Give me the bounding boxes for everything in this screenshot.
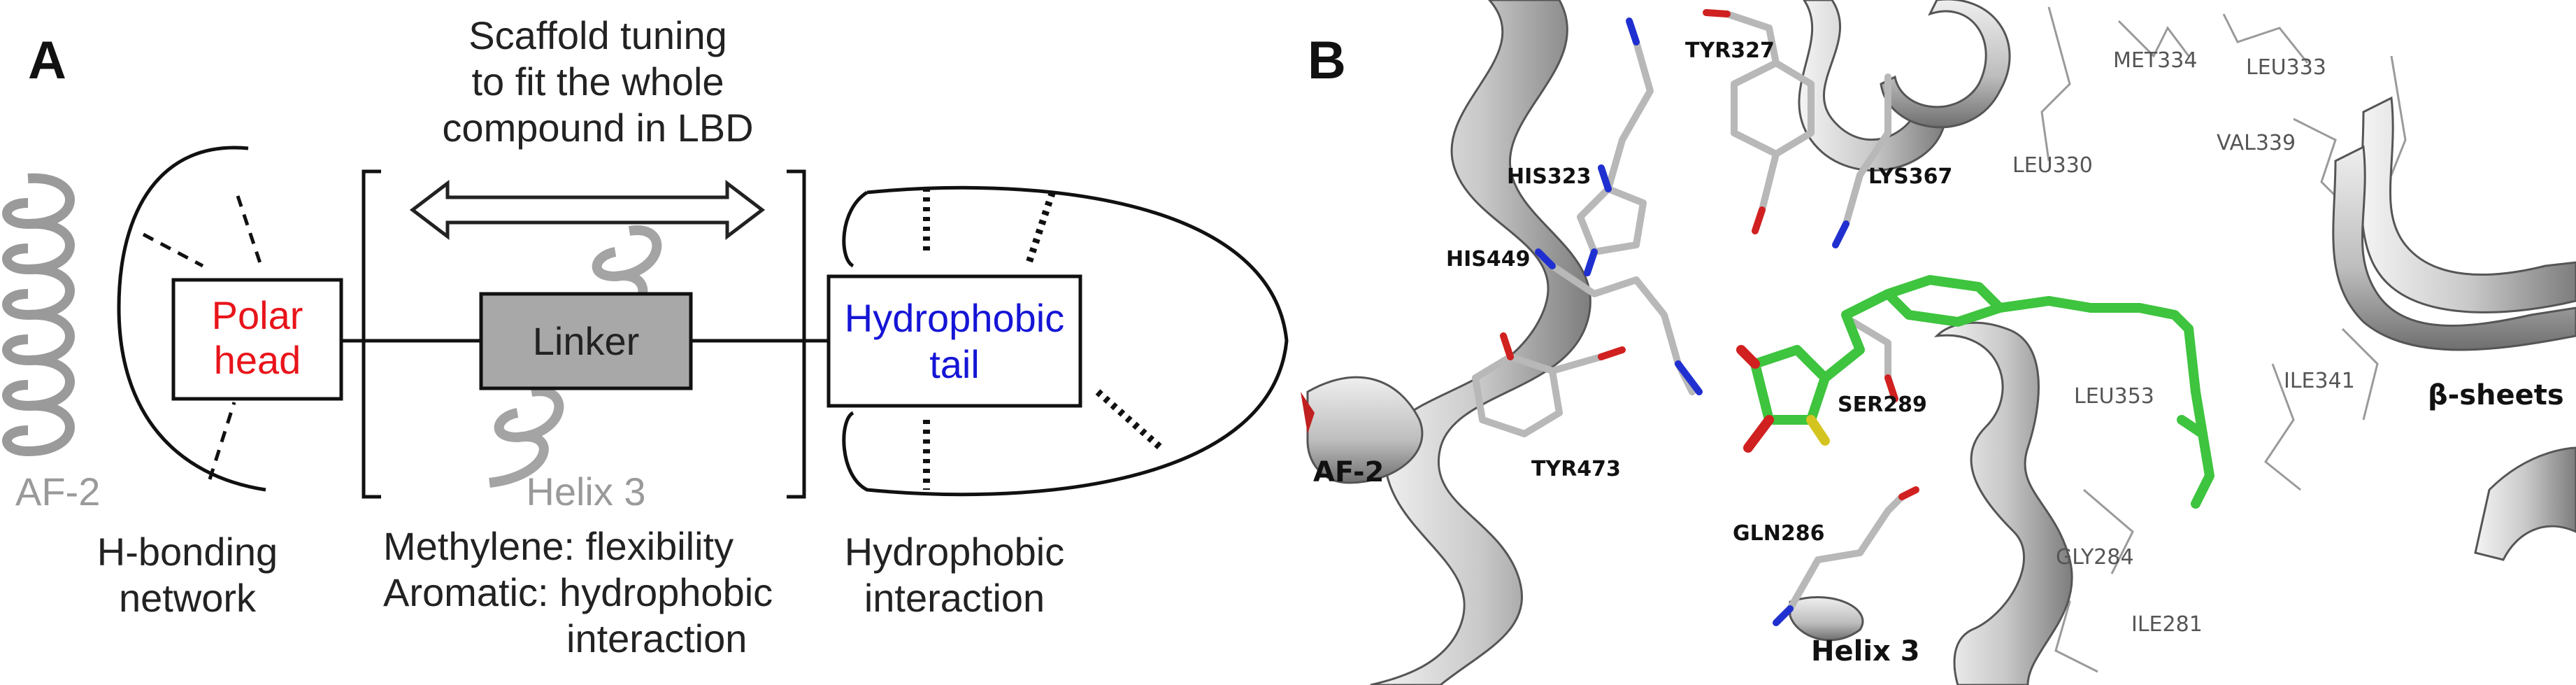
residue-label-ile341: ILE341: [2284, 369, 2355, 393]
linker-label: Linker: [533, 319, 640, 363]
residue-label-tyr473: TYR473: [1531, 457, 1621, 481]
residue-label-leu330: LEU330: [2012, 153, 2093, 178]
residue-label-val339: VAL339: [2217, 131, 2296, 155]
beta-sheet-ribbon: [2332, 96, 2576, 561]
linker-caption-line-3: interaction: [566, 616, 747, 661]
upper-helix-ribbon: [1798, 0, 2011, 171]
panel-a-letter: A: [28, 31, 66, 90]
panel-a: A Scaffold tuning to fit the whole compo…: [2, 13, 1289, 661]
residue-label-met334: MET334: [2113, 48, 2197, 73]
scaffold-caption-line-2: to fit the whole: [471, 59, 724, 104]
residue-label-leu353: LEU353: [2074, 384, 2154, 409]
hydrophobic-pocket-arc: [842, 185, 1289, 497]
residue-label-ile281: ILE281: [2131, 612, 2203, 637]
hydrophobic-tail-line-1: Hydrophobic: [845, 296, 1064, 340]
af2-label: AF-2: [15, 469, 100, 514]
hbond-caption-line-2: network: [119, 576, 257, 620]
residue-label-tyr327: TYR327: [1685, 38, 1775, 63]
residue-label-his323: HIS323: [1507, 164, 1591, 189]
hydrophobic-caption-line-1: Hydrophobic: [845, 530, 1064, 574]
hydrophobic-caption-line-2: interaction: [864, 576, 1045, 620]
helix-3-ribbon: [1789, 321, 2073, 685]
left-bracket: [362, 169, 381, 499]
scaffold-caption-line-1: Scaffold tuning: [468, 13, 727, 57]
linker-caption-line-2: Aromatic: hydrophobic: [383, 570, 773, 614]
residue-label-leu333: LEU333: [2246, 55, 2326, 80]
ligand-sticks: [1750, 275, 2214, 509]
panel-b-letter: B: [1308, 31, 1346, 90]
hydrophobic-tail-line-2: tail: [929, 342, 980, 386]
residue-label-ser289: SER289: [1838, 393, 1927, 417]
right-bracket: [787, 169, 806, 499]
hbond-dashes: [142, 195, 264, 480]
structure-label-beta-sheets: β-sheets: [2428, 379, 2564, 411]
hydrophobic-dashes: [923, 188, 1164, 490]
structure-label-helix3: Helix 3: [1811, 635, 1920, 668]
double-arrow-icon: [409, 179, 766, 241]
residue-label-lys367: LYS367: [1868, 164, 1952, 189]
residue-sticks: [1472, 10, 1905, 612]
hbond-pocket-arc: [117, 146, 266, 492]
polar-head-line-1: Polar: [212, 293, 303, 337]
structure-label-af2: AF-2: [1313, 456, 1384, 488]
panel-b: B: [1294, 0, 2576, 685]
residue-label-gly284: GLY284: [2056, 545, 2134, 570]
scaffold-caption-line-3: compound in LBD: [442, 106, 753, 150]
ligand-heteroatoms: [1736, 345, 1830, 453]
helix-3-label: Helix 3: [526, 469, 645, 514]
atom-tips: [1500, 9, 1919, 626]
hydrophobic-tail-box: [827, 274, 1082, 408]
af2-helix-icon: [2, 173, 75, 457]
residue-label-gln286: GLN286: [1733, 521, 1824, 546]
linker-caption-line-1: Methylene: flexibility: [383, 524, 734, 568]
hbond-caption-line-1: H-bonding: [97, 530, 278, 574]
residue-label-his449: HIS449: [1446, 247, 1531, 271]
linker-box: [479, 292, 693, 390]
polar-head-line-2: head: [214, 338, 301, 382]
